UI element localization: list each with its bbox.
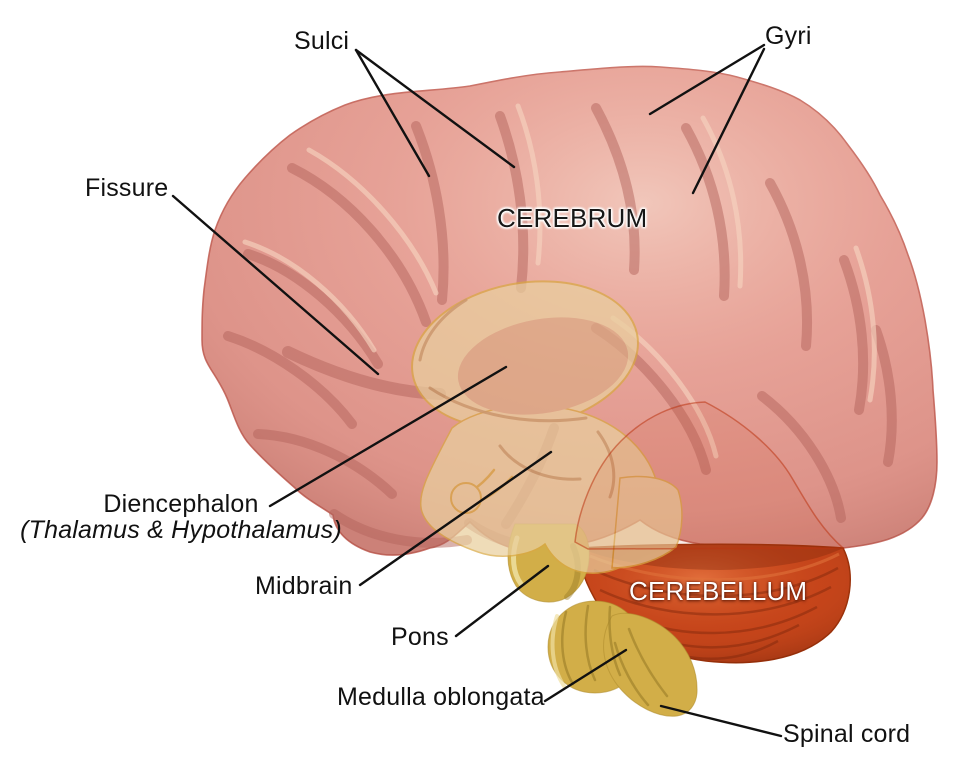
- leader-line-gyri-2: [691, 47, 766, 195]
- label-cerebellum: CEREBELLUM: [629, 576, 808, 606]
- diencephalon-overlay: [411, 280, 683, 574]
- gyri-highlight-lines: [242, 103, 877, 459]
- label-cerebrum: CEREBRUM: [497, 203, 648, 233]
- diencephalon-inner-lines: [418, 298, 616, 499]
- leader-line-pons: [454, 564, 550, 638]
- midbrain-shape: [419, 404, 660, 574]
- leader-line-midbrain: [358, 450, 553, 587]
- leader-line-medulla: [543, 648, 628, 703]
- leader-line-spinal-cord: [659, 704, 783, 738]
- tentorium-band-shape: [611, 475, 683, 569]
- leader-lines: [171, 43, 783, 738]
- brainstem-striations: [561, 604, 669, 707]
- label-diencephalon-main: Diencephalon: [103, 490, 259, 518]
- label-pons: Pons: [391, 623, 449, 651]
- leader-line-fissure: [171, 194, 380, 376]
- cerebrum-region: [201, 65, 938, 556]
- label-diencephalon: Diencephalon (Thalamus & Hypothalamus): [4, 491, 358, 544]
- leader-line-diencephalon: [268, 365, 508, 508]
- leader-line-sulci-2: [354, 48, 516, 169]
- label-diencephalon-sub: (Thalamus & Hypothalamus): [20, 516, 342, 545]
- sulci-groove-lines: [223, 103, 897, 554]
- label-spinal-cord: Spinal cord: [783, 720, 911, 748]
- label-gyri: Gyri: [765, 22, 812, 50]
- pituitary-gland-shape: [450, 482, 482, 514]
- leader-line-gyri-1: [648, 43, 766, 116]
- label-sulci: Sulci: [294, 27, 350, 55]
- leader-line-sulci-1: [354, 48, 431, 178]
- thalamus-core-shape: [457, 317, 629, 415]
- label-fissure: Fissure: [85, 174, 169, 202]
- medulla-shape: [603, 612, 698, 717]
- label-medulla-oblongata: Medulla oblongata: [337, 683, 545, 711]
- cerebellum-boundary-overlay: [574, 401, 845, 550]
- label-midbrain: Midbrain: [255, 572, 353, 600]
